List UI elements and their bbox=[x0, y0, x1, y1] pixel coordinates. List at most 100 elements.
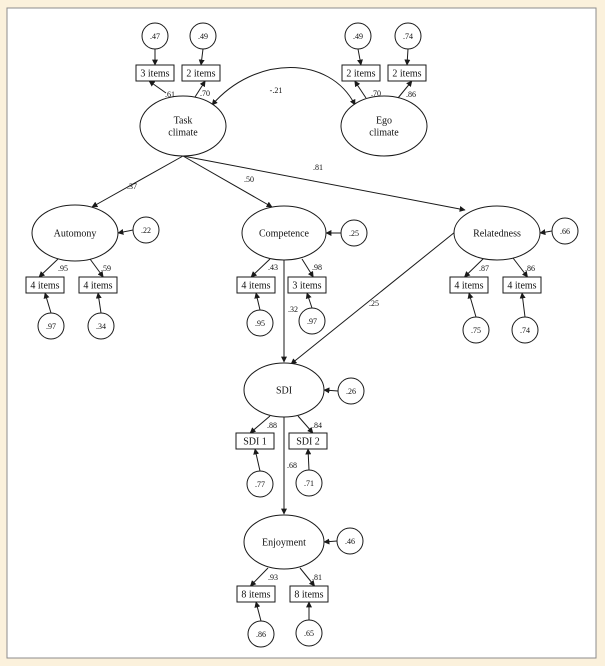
latent-label-autonomy-0: Automony bbox=[54, 228, 97, 239]
error-path-aut_2 bbox=[95, 292, 102, 314]
path-task-autonomy bbox=[91, 155, 184, 208]
loading-path-aut_2 bbox=[89, 258, 104, 278]
edges-layer bbox=[38, 48, 553, 622]
indicator-label-task_2: 2 items bbox=[186, 68, 215, 79]
indicator-label-rel_2: 4 items bbox=[507, 280, 536, 291]
error-value-comp_2: .97 bbox=[307, 317, 317, 326]
loading-path-enj_2 bbox=[299, 567, 315, 587]
indicator-label-ego_1: 2 items bbox=[346, 68, 375, 79]
loading-value-ego_1: .70 bbox=[371, 89, 381, 98]
loading-path-aut_1 bbox=[38, 258, 59, 278]
latent-label-sdi-0: SDI bbox=[276, 385, 292, 396]
disturbance-path-relatedness bbox=[539, 229, 553, 236]
error-value-ego_2: .74 bbox=[403, 32, 413, 41]
loading-path-ego_2 bbox=[397, 80, 413, 99]
error-circle-rel_1 bbox=[462, 316, 490, 344]
loading-value-sdi_1: .88 bbox=[267, 421, 277, 430]
indicator-label-aut_2: 4 items bbox=[83, 280, 112, 291]
indicator-label-sdi_1: SDI 1 bbox=[243, 436, 267, 447]
latent-label-ego-0: Ego bbox=[376, 115, 392, 126]
loading-value-sdi_2: .84 bbox=[312, 421, 322, 430]
path-task-relatedness bbox=[182, 155, 466, 212]
indicator-box-ego_2 bbox=[387, 64, 427, 82]
error-circle-comp_2 bbox=[298, 307, 326, 335]
indicator-box-rel_1 bbox=[449, 276, 489, 294]
loading-value-enj_2: .81 bbox=[312, 573, 322, 582]
loading-path-comp_2 bbox=[301, 258, 314, 278]
error-path-sdi_2 bbox=[305, 448, 312, 471]
loading-value-aut_1: .95 bbox=[58, 264, 68, 273]
error-value-comp_1: .95 bbox=[255, 319, 265, 328]
indicator-label-enj_1: 8 items bbox=[241, 589, 270, 600]
disturbance-value-autonomy: .22 bbox=[141, 226, 151, 235]
error-circle-enj_2 bbox=[295, 619, 323, 647]
labels-layer: .47.49.49.74.97.34.95.97.75.74.77.71.86.… bbox=[30, 32, 570, 639]
loading-value-task_2: .70 bbox=[200, 89, 210, 98]
disturbance-circle-autonomy bbox=[132, 216, 160, 244]
error-path-ego_2 bbox=[404, 48, 411, 66]
latent-sdi bbox=[243, 362, 325, 418]
path-value-task-competence: .50 bbox=[244, 175, 254, 184]
loading-path-task_1 bbox=[148, 80, 167, 94]
indicator-box-ego_1 bbox=[341, 64, 381, 82]
error-value-rel_2: .74 bbox=[520, 326, 530, 335]
latent-label-task-0: Task bbox=[174, 115, 193, 126]
loading-value-task_1: .61 bbox=[165, 90, 175, 99]
error-path-task_2 bbox=[198, 48, 205, 66]
disturbance-value-enjoyment: .46 bbox=[345, 537, 355, 546]
indicator-label-task_1: 3 items bbox=[140, 68, 169, 79]
error-value-task_2: .49 bbox=[198, 32, 208, 41]
disturbance-circle-enjoyment bbox=[336, 527, 364, 555]
loading-value-rel_1: .87 bbox=[479, 264, 489, 273]
latent-label-competence-0: Competence bbox=[259, 228, 310, 239]
latent-label-ego-1: climate bbox=[369, 127, 399, 138]
error-circle-task_2 bbox=[189, 22, 217, 50]
error-value-aut_1: .97 bbox=[46, 322, 56, 331]
error-value-ego_1: .49 bbox=[353, 32, 363, 41]
path-value-task-relatedness: .81 bbox=[313, 163, 323, 172]
error-circle-ego_2 bbox=[394, 22, 422, 50]
indicator-box-task_2 bbox=[181, 64, 221, 82]
correlation-value-task-ego: -.21 bbox=[270, 86, 283, 95]
indicator-box-comp_2 bbox=[287, 276, 327, 294]
indicator-box-task_1 bbox=[135, 64, 175, 82]
loading-path-comp_1 bbox=[250, 258, 271, 278]
disturbance-path-autonomy bbox=[117, 228, 134, 235]
indicator-box-sdi_2 bbox=[288, 432, 328, 450]
error-circle-enj_1 bbox=[247, 620, 275, 648]
indicator-box-enj_1 bbox=[236, 585, 276, 603]
indicator-label-comp_2: 3 items bbox=[292, 280, 321, 291]
loading-value-comp_2: .98 bbox=[312, 263, 322, 272]
error-value-rel_1: .75 bbox=[471, 326, 481, 335]
path-value-sdi-enjoyment: .68 bbox=[287, 461, 297, 470]
loading-value-ego_2: .86 bbox=[406, 90, 416, 99]
loading-path-sdi_2 bbox=[297, 415, 314, 434]
indicator-label-comp_1: 4 items bbox=[241, 280, 270, 291]
error-value-aut_2: .34 bbox=[96, 322, 106, 331]
error-value-sdi_2: .71 bbox=[304, 479, 314, 488]
indicator-label-aut_1: 4 items bbox=[30, 280, 59, 291]
error-path-enj_1 bbox=[254, 601, 262, 622]
error-circle-sdi_1 bbox=[246, 470, 274, 498]
error-path-rel_2 bbox=[519, 292, 526, 318]
loading-path-sdi_1 bbox=[249, 415, 271, 434]
latent-relatedness bbox=[453, 205, 541, 261]
indicator-label-sdi_2: SDI 2 bbox=[296, 436, 320, 447]
indicator-box-sdi_1 bbox=[235, 432, 275, 450]
error-path-comp_2 bbox=[305, 292, 313, 309]
indicator-box-comp_1 bbox=[236, 276, 276, 294]
indicator-box-rel_2 bbox=[502, 276, 542, 294]
latent-enjoyment bbox=[243, 514, 325, 570]
indicator-box-aut_2 bbox=[78, 276, 118, 294]
loading-value-comp_1: .43 bbox=[268, 263, 278, 272]
error-circle-rel_2 bbox=[511, 316, 539, 344]
error-path-aut_1 bbox=[43, 292, 52, 314]
correlation-arc-task-ego bbox=[211, 67, 356, 106]
error-value-enj_2: .65 bbox=[304, 629, 314, 638]
latent-label-task-1: climate bbox=[168, 127, 198, 138]
latent-label-enjoyment-0: Enjoyment bbox=[262, 537, 306, 548]
error-circle-sdi_2 bbox=[295, 469, 323, 497]
